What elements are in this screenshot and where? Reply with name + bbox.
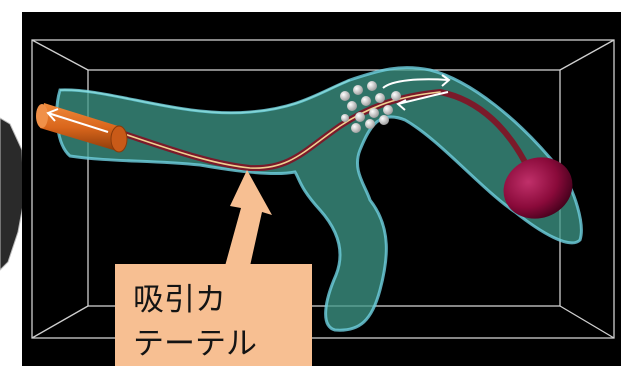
suction-catheter-label: 吸引カ テーテル	[115, 264, 312, 366]
scan-fragment	[0, 118, 24, 270]
label-line-2: テーテル	[133, 322, 312, 366]
label-line-1: 吸引カ	[133, 278, 312, 322]
